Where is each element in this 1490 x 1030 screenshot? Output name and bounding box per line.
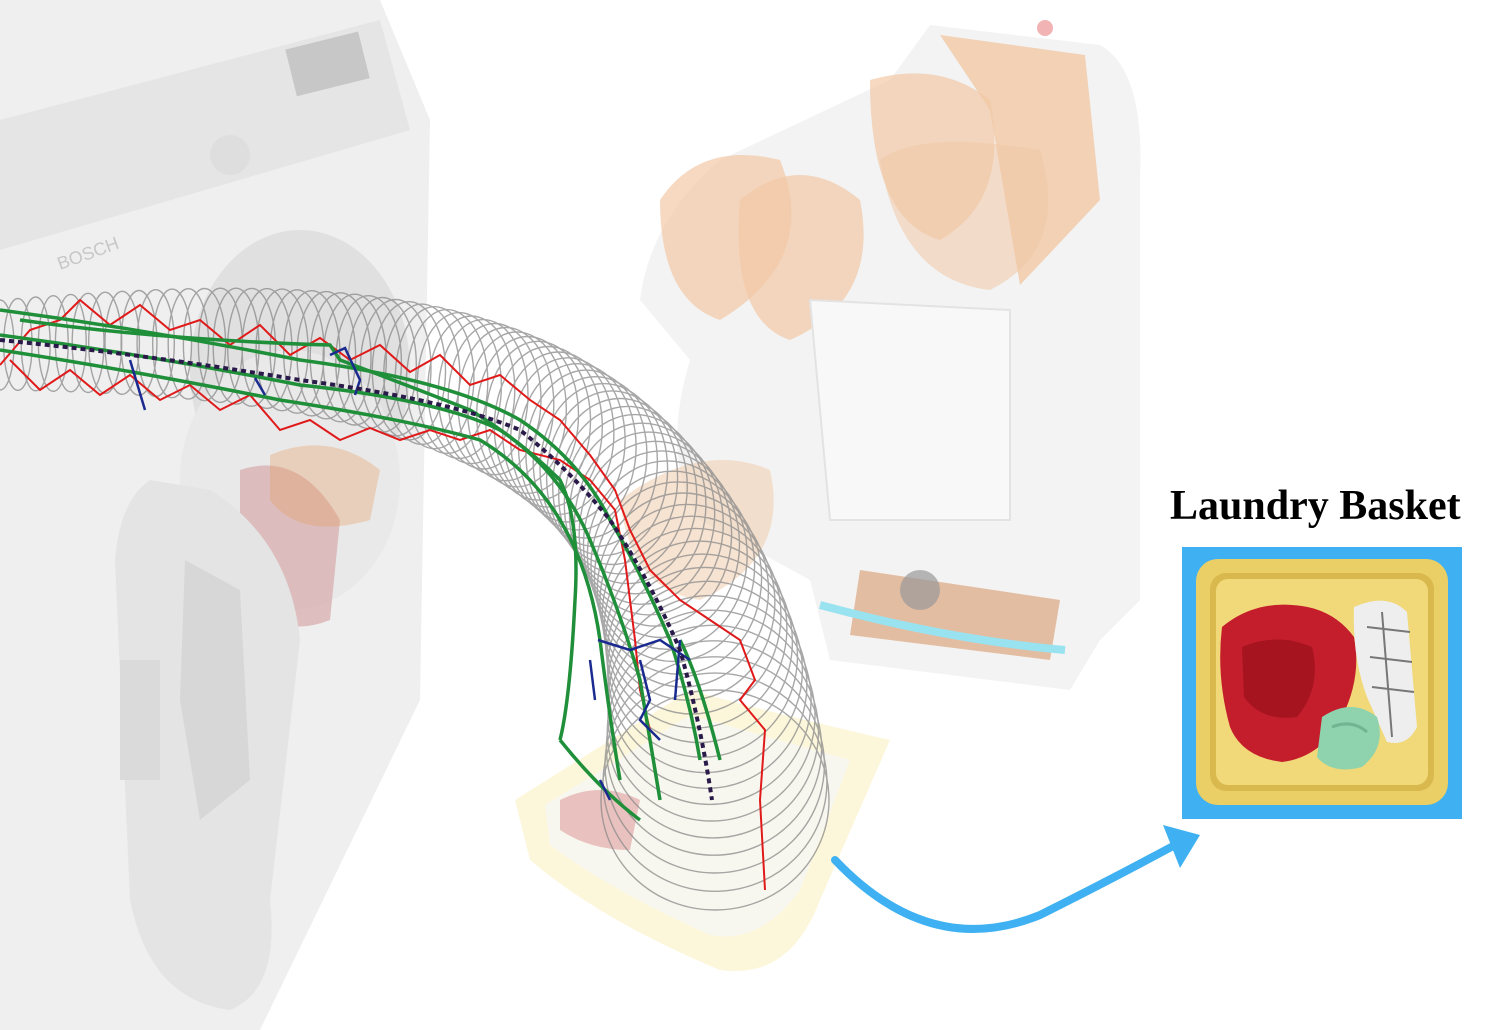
basket-photo-illustration (1196, 559, 1448, 805)
trajectory-dark-dotted (0, 338, 714, 801)
tube-ring (71, 292, 105, 394)
tube-ring (437, 318, 529, 470)
tube-ring (582, 450, 741, 639)
tube-ring (545, 390, 679, 566)
tube-ring (517, 362, 637, 531)
tube-ring (539, 382, 669, 557)
tube-ring (296, 290, 357, 420)
tube-ring (322, 293, 388, 426)
washing-machine-illustration: BOSCH (0, 0, 430, 1030)
tube-ring (120, 289, 158, 397)
floor-basket-illustration (515, 690, 890, 972)
tube-ring (212, 287, 260, 405)
tube-ring (563, 413, 707, 595)
basket-caption: Laundry Basket (1170, 483, 1461, 529)
tube-ring (0, 299, 15, 391)
tube-ring (466, 331, 568, 488)
laundry-basket-photo (1182, 547, 1462, 819)
tube-ring (405, 308, 489, 455)
tube-ring (269, 289, 325, 414)
tube-ring (427, 315, 516, 465)
tube-ring (152, 288, 193, 399)
tube-ring (606, 566, 804, 774)
tube-ring (309, 292, 372, 423)
tube-ring (525, 369, 648, 539)
robot-arm-illustration (270, 20, 1141, 690)
tube-ring (104, 290, 141, 395)
curved-arrow-icon (831, 825, 1200, 933)
tube-ring (510, 357, 626, 523)
tube-ring (590, 470, 756, 663)
tube-ring (578, 440, 733, 627)
tube-ring (607, 580, 808, 789)
tube-helix (0, 287, 830, 911)
tube-ring (552, 397, 689, 575)
tube-ring (600, 689, 830, 911)
tube-ring (2, 297, 33, 392)
